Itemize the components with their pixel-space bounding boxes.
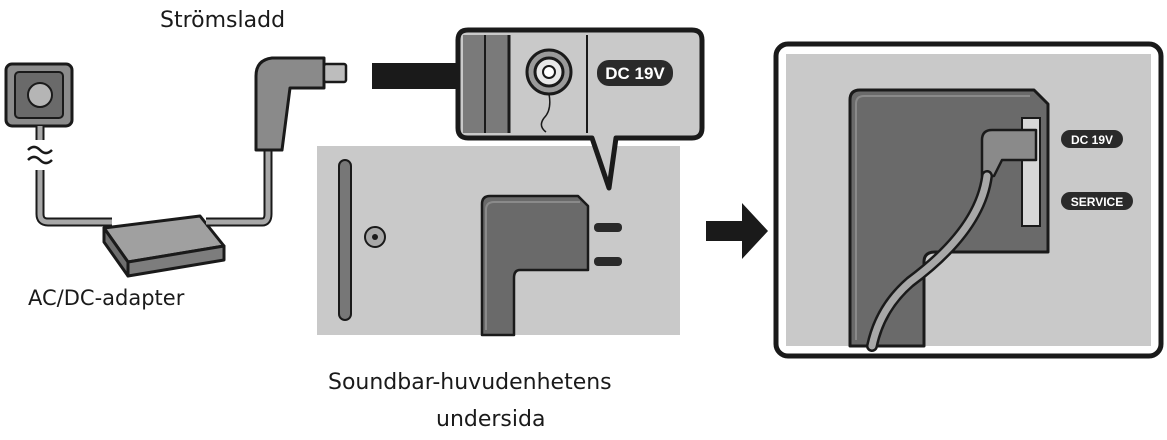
service-jack-label: SERVICE [1071, 195, 1123, 209]
dc-jack-label: DC 19V [1071, 133, 1113, 147]
service-jack-label-pill [1061, 192, 1133, 210]
cable-break-mark [27, 145, 53, 165]
soundbar-bottom-panel [317, 146, 680, 337]
zoom-callout: DC 19V [455, 27, 705, 191]
dc-cable [206, 150, 273, 227]
dc-plug [254, 56, 348, 152]
ac-dc-adapter [102, 214, 226, 278]
dc-label-text: DC 19V [605, 64, 665, 83]
mains-cable [35, 126, 112, 227]
connected-detail-panel: DC 19V SERVICE [773, 41, 1164, 359]
soundbar-bottom-label-line2: undersida [436, 407, 546, 432]
arrow-to-jack [372, 49, 508, 103]
soundbar-bottom-label: Soundbar-huvudenhetens [328, 370, 612, 395]
dc-jack-label-pill [1061, 130, 1123, 148]
power-cord-label: Strömsladd [160, 8, 286, 33]
wall-socket [4, 62, 74, 128]
dc-label-pill [597, 60, 673, 86]
adapter-label: AC/DC-adapter [28, 286, 185, 310]
arrow-to-detail [706, 203, 768, 259]
